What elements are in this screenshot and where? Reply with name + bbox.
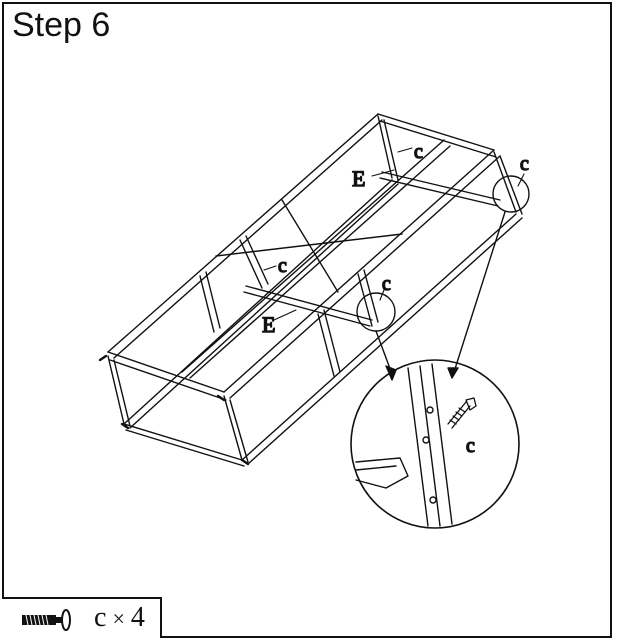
callout-circle-right xyxy=(492,175,530,213)
cross-brace xyxy=(215,199,403,293)
zoom-screw xyxy=(447,397,477,429)
foot-caps xyxy=(98,354,250,466)
top-right-short-rail xyxy=(377,113,497,158)
zoom-post xyxy=(407,363,453,527)
parts-letter: c xyxy=(94,602,107,633)
middle-post-front xyxy=(199,271,221,333)
label-e-lower: E xyxy=(262,312,275,337)
tube-e-lower xyxy=(243,285,373,327)
bottom-back-rail xyxy=(241,213,523,465)
post-right-front xyxy=(493,151,523,215)
bottom-front-rail xyxy=(123,179,399,429)
label-c-middle: c xyxy=(278,255,287,277)
zoom-detail-circle xyxy=(350,359,520,529)
label-c-right: c xyxy=(520,153,529,175)
parts-quantity: c×4 xyxy=(94,604,145,632)
label-leaders xyxy=(263,147,525,321)
parts-list-box xyxy=(2,597,162,638)
screw-icon xyxy=(22,609,71,631)
parts-count: 4 xyxy=(130,602,145,633)
middle-post-back2 xyxy=(239,235,269,289)
tube-e-upper xyxy=(379,171,501,207)
parts-times: × xyxy=(112,606,125,631)
top-left-short-rail xyxy=(107,351,227,401)
zoom-holes xyxy=(422,406,437,504)
step-frame xyxy=(2,2,612,638)
zoom-tube-end xyxy=(355,457,409,489)
leader-arrow-right xyxy=(447,367,459,379)
post-right-back xyxy=(377,115,399,181)
middle-post-back xyxy=(317,309,341,377)
label-c-circle: c xyxy=(382,273,391,295)
step-title: Step 6 xyxy=(12,6,111,44)
label-e-top: E xyxy=(352,166,365,191)
post-front-left xyxy=(107,355,131,427)
leader-line-right xyxy=(453,211,506,373)
label-c-zoom: c xyxy=(466,435,475,457)
label-c-top: c xyxy=(414,141,423,163)
bottom-left-rail xyxy=(123,423,245,467)
post-back-left xyxy=(223,395,249,463)
middle-post-right xyxy=(357,269,379,327)
